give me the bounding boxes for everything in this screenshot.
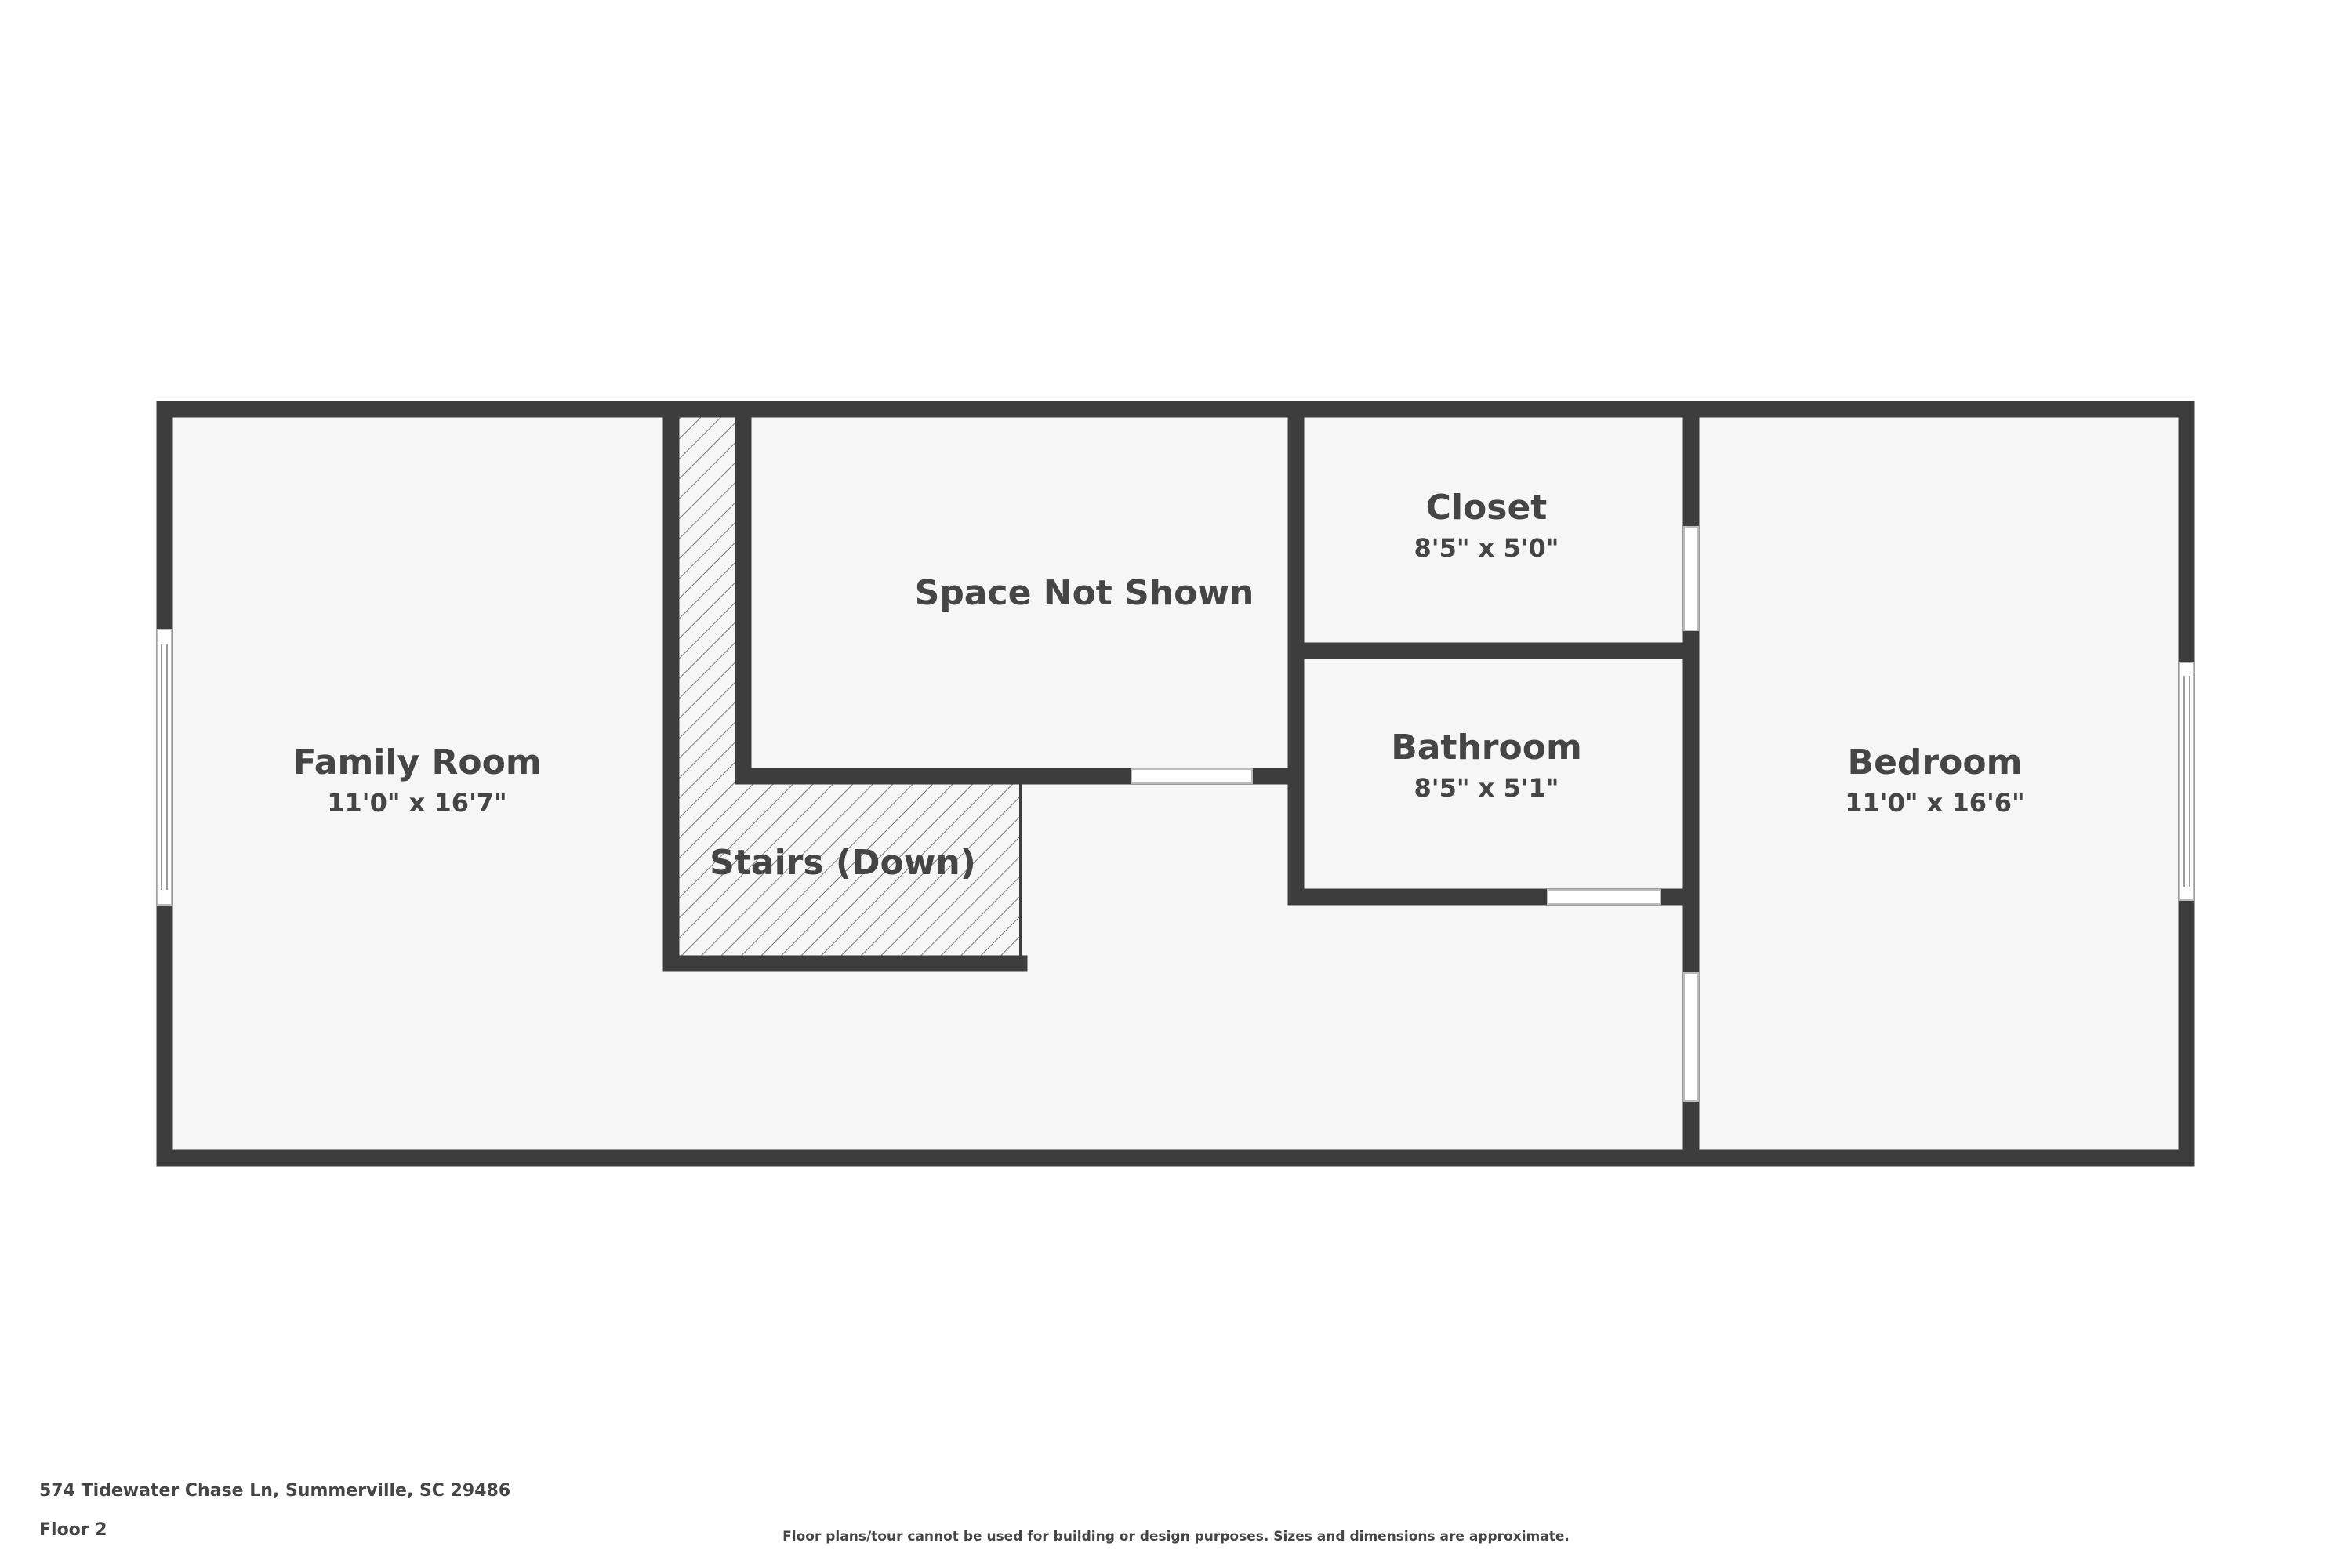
bedroom-dims: 11'0" x 16'6"	[1845, 788, 2024, 818]
closet-door[interactable]	[1683, 526, 1699, 631]
stairs-area	[671, 409, 1019, 964]
window-right	[2179, 662, 2194, 901]
bathroom-label: Bathroom	[1391, 728, 1582, 768]
space-door[interactable]	[1131, 768, 1253, 784]
disclaimer: Floor plans/tour cannot be used for buil…	[782, 1529, 1570, 1544]
bathroom-door[interactable]	[1547, 889, 1661, 905]
space-not-shown-label: Space Not Shown	[915, 573, 1254, 613]
closet-label: Closet	[1426, 488, 1548, 528]
space-not-shown-wall	[735, 401, 1305, 785]
windows	[157, 629, 2194, 906]
bedroom-label: Bedroom	[1848, 742, 2023, 782]
closet-dims: 8'5" x 5'0"	[1414, 533, 1559, 563]
address: 574 Tidewater Chase Ln, Summerville, SC …	[39, 1481, 510, 1501]
stairs-label: Stairs (Down)	[710, 843, 976, 883]
family-room-label: Family Room	[292, 742, 541, 782]
floor-label: Floor 2	[39, 1520, 107, 1540]
bedroom-door[interactable]	[1683, 972, 1699, 1102]
doors	[1131, 526, 1699, 1102]
family-room-dims: 11'0" x 16'7"	[327, 788, 506, 818]
bathroom-dims: 8'5" x 5'1"	[1414, 773, 1559, 803]
stairs-left-wall	[662, 401, 1028, 972]
window-left	[157, 629, 172, 906]
